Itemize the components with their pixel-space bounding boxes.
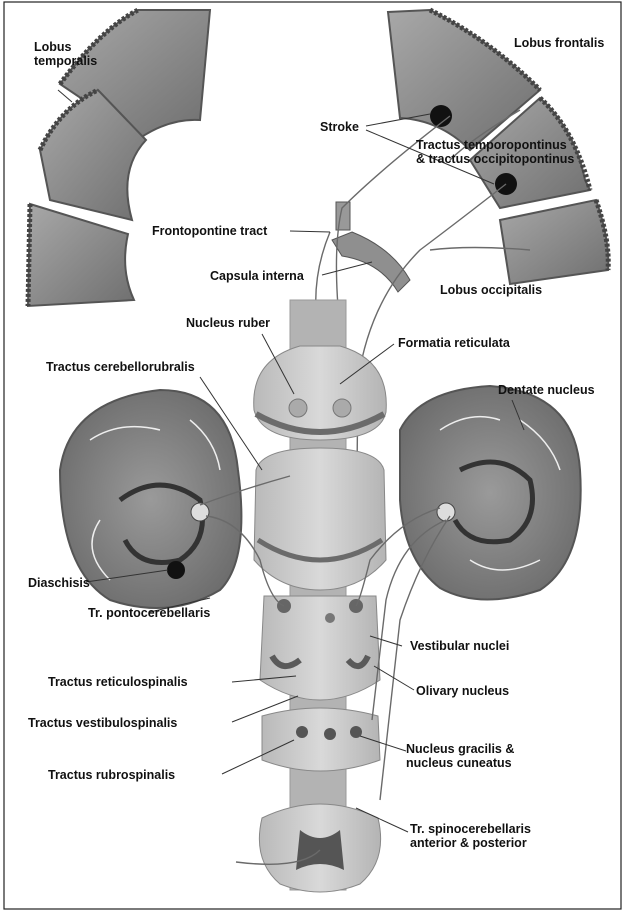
diaschisis-lesion <box>167 561 185 579</box>
label-olivary-nucleus: Olivary nucleus <box>416 684 509 698</box>
label-capsula-interna: Capsula interna <box>210 269 304 283</box>
label-lobus-occipitalis: Lobus occipitalis <box>440 283 542 297</box>
label-nucleus-ruber: Nucleus ruber <box>186 316 270 330</box>
label-dentate-nucleus: Dentate nucleus <box>498 383 595 397</box>
label-tractus-rubrospinalis: Tractus rubrospinalis <box>48 768 175 782</box>
label-frontopontine-tract: Frontopontine tract <box>152 224 267 238</box>
label-nucleus-gracilis: Nucleus gracilis & nucleus cuneatus <box>406 742 514 770</box>
label-lobus-frontalis: Lobus frontalis <box>514 36 604 50</box>
label-stroke: Stroke <box>320 120 359 134</box>
label-tractus-reticulospinalis: Tractus reticulospinalis <box>48 675 188 689</box>
label-lobus-temporalis: Lobus temporalis <box>34 40 97 68</box>
label-vestibular-nuclei: Vestibular nuclei <box>410 639 509 653</box>
right-cerebellum <box>400 386 581 600</box>
label-tractus-cerebellorubralis: Tractus cerebellorubralis <box>46 360 195 374</box>
label-diaschisis: Diaschisis <box>28 576 90 590</box>
capsula-interna <box>332 202 410 292</box>
label-formatia-reticulata: Formatia reticulata <box>398 336 510 350</box>
label-tr-pontocerebellaris: Tr. pontocerebellaris <box>88 606 210 620</box>
label-tr-spinocerebellaris: Tr. spinocerebellaris anterior & posteri… <box>410 822 531 850</box>
label-tractus-temporopontinus: Tractus temporopontinus & tractus occipi… <box>416 138 574 166</box>
label-tractus-vestibulospinalis: Tractus vestibulospinalis <box>28 716 177 730</box>
